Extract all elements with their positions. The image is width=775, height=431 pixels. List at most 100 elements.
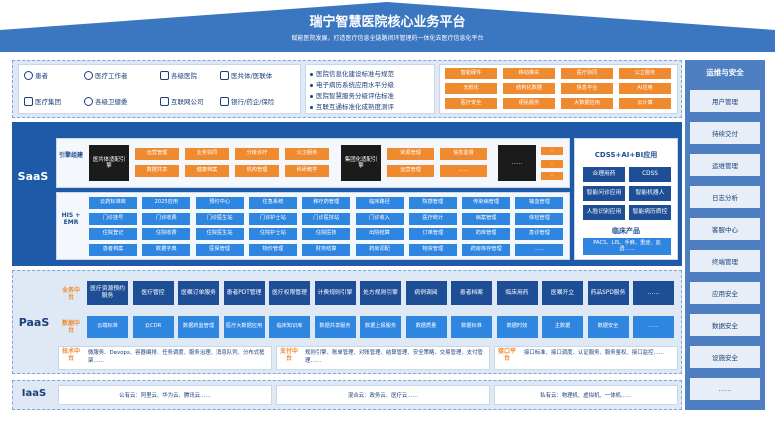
his-item: 医疗统计 <box>408 212 457 225</box>
pay-middle-label: 支付中台 <box>279 348 298 363</box>
data-item: 数据药监管理 <box>178 316 219 338</box>
his-item: 住急系统 <box>248 197 297 209</box>
saas-engine-panel <box>56 138 570 188</box>
data-item: …… <box>633 316 674 338</box>
security-item: …… <box>690 378 760 400</box>
data-middle-label: 数据中台 <box>61 320 80 335</box>
data-item: 数据质量 <box>405 316 447 338</box>
his-label: HIS + EMR <box>61 212 81 227</box>
security-item: 应用安全 <box>690 282 760 304</box>
channel-box: AI应用 <box>619 83 671 94</box>
engine-main-box: 医共体适配引擎 <box>89 145 129 181</box>
biz-middle-label: 业务中台 <box>61 287 80 302</box>
cdss-item: 人脸识别应用 <box>583 205 625 220</box>
user-hospitals: 各级医院 <box>160 70 197 80</box>
security-item: 客服中心 <box>690 218 760 240</box>
biz-item: 患者档案 <box>451 281 492 305</box>
his-item: 病案管理 <box>462 212 511 225</box>
cdss-item: 智能问诊应用 <box>583 186 625 201</box>
data-item: 主数据 <box>542 316 583 338</box>
channel-box: 结构化数据 <box>503 83 555 94</box>
his-item: 住院登记 <box>89 228 137 240</box>
biz-item: …… <box>633 281 674 305</box>
security-item: 设施安全 <box>690 346 760 368</box>
engine-item: 公卫服务 <box>285 148 329 160</box>
his-item: 2025应用 <box>142 197 191 209</box>
biz-item: 医嘱订单服务 <box>178 281 219 305</box>
biz-item: 医疗资源预约服务 <box>87 281 128 305</box>
group-icon <box>24 96 33 106</box>
biz-item: 临床用药 <box>496 281 538 305</box>
channel-box: 移动推实 <box>503 68 555 79</box>
his-item: 出院结算 <box>355 228 404 240</box>
his-item: 门诊医生站 <box>195 212 244 225</box>
api-panel <box>494 346 678 370</box>
his-item: 传染病管理 <box>462 197 511 209</box>
channel-box: 便民服务 <box>503 98 555 109</box>
data-item: 医疗大数据应用 <box>223 316 265 338</box>
his-item: 预约中心 <box>195 197 244 209</box>
his-item: 数据字典 <box>142 243 191 256</box>
user-group: 医疗集团 <box>24 96 61 106</box>
security-item: 终端管理 <box>690 250 760 272</box>
network-icon <box>160 96 169 106</box>
pay-panel <box>276 346 490 370</box>
engine-label: 引擎组建 <box>58 152 83 159</box>
engine-more-box: …… <box>498 145 536 181</box>
channel-box: 信息平台 <box>561 83 613 94</box>
paas-label: PaaS <box>18 316 50 329</box>
biz-item: 病例调阅 <box>405 281 447 305</box>
biz-item: 计费规则引擎 <box>314 281 356 305</box>
his-item: 急诊管理 <box>515 228 564 240</box>
engine-item: 数据共享 <box>135 165 179 177</box>
saas-label: SaaS <box>17 170 49 183</box>
security-item: 持续交付 <box>690 122 760 144</box>
security-item: 用户管理 <box>690 90 760 112</box>
his-item: 门诊医技站 <box>302 212 351 225</box>
user-commission: 各级卫健委 <box>84 96 128 106</box>
engine-item: 健康档案 <box>185 165 229 177</box>
his-item: 医保管理 <box>195 243 244 256</box>
his-item: 云药标准库 <box>89 197 137 209</box>
channel-box: 医疗协同 <box>561 68 613 79</box>
group-item: …… <box>440 165 487 177</box>
channel-box: 公立服务 <box>619 68 671 79</box>
data-item: 云端标准 <box>87 316 128 338</box>
data-item: 数据时效 <box>496 316 538 338</box>
biz-item: 处方规则引擎 <box>360 281 401 305</box>
data-item: 数据标准 <box>451 316 492 338</box>
data-item: 云CDR <box>132 316 174 338</box>
his-item: 门诊收费 <box>142 212 191 225</box>
engine-small-box: .. <box>541 147 563 155</box>
user-alliance: 医共体/医联体 <box>220 70 272 80</box>
user-worker: 医疗工作者 <box>84 70 128 80</box>
users-card <box>18 64 301 114</box>
user-internet: 互联网公司 <box>160 96 204 106</box>
api-text: 接口标准、接口调度、认证服务、服务鉴权、接口监控…… <box>524 350 665 356</box>
his-item: 药房库存管理 <box>462 243 511 256</box>
his-item: 物资管理 <box>408 243 457 256</box>
iaas-label: IaaS <box>21 388 47 399</box>
iaas-public: 公有云：阿里云、华为云、腾讯云…… <box>58 385 272 405</box>
page-title: 瑞宁智慧医院核心业务平台 <box>309 15 466 30</box>
cdss-title: CDSS+AI+BI应用 <box>594 151 658 159</box>
biz-item: 药品SPD服务 <box>587 281 629 305</box>
engine-item: 科研教学 <box>285 165 329 177</box>
person-icon <box>24 70 33 80</box>
cdss-item: CDSS <box>629 167 671 182</box>
tech-text: 微服务、Devops、容器编排、任务调度、服务治理、消息队列、分布式框架…… <box>88 350 265 365</box>
api-platform-label: 接口平台 <box>497 348 516 363</box>
channel-box: 大数据应用 <box>561 98 613 109</box>
cdss-item: 合理用药 <box>583 167 625 182</box>
group-item: 运营管理 <box>387 165 434 177</box>
page-subtitle: 赋能医院发展，打造医疗信息全链路闭环管理的一体化去医疗信息化平台 <box>291 35 484 42</box>
standard-item: 医院信息化建设标准与规范 <box>310 68 394 78</box>
channel-box: 智能硬件 <box>445 68 497 79</box>
biz-item: 医疗管控 <box>132 281 174 305</box>
security-title: 运维与安全 <box>706 68 744 77</box>
data-item: 临床知识库 <box>269 316 310 338</box>
user-patient: 患者 <box>24 70 48 80</box>
group-item: 信息监督 <box>440 148 487 160</box>
his-item: 住院医生站 <box>195 228 244 240</box>
biz-item: 医嘱开立 <box>542 281 583 305</box>
